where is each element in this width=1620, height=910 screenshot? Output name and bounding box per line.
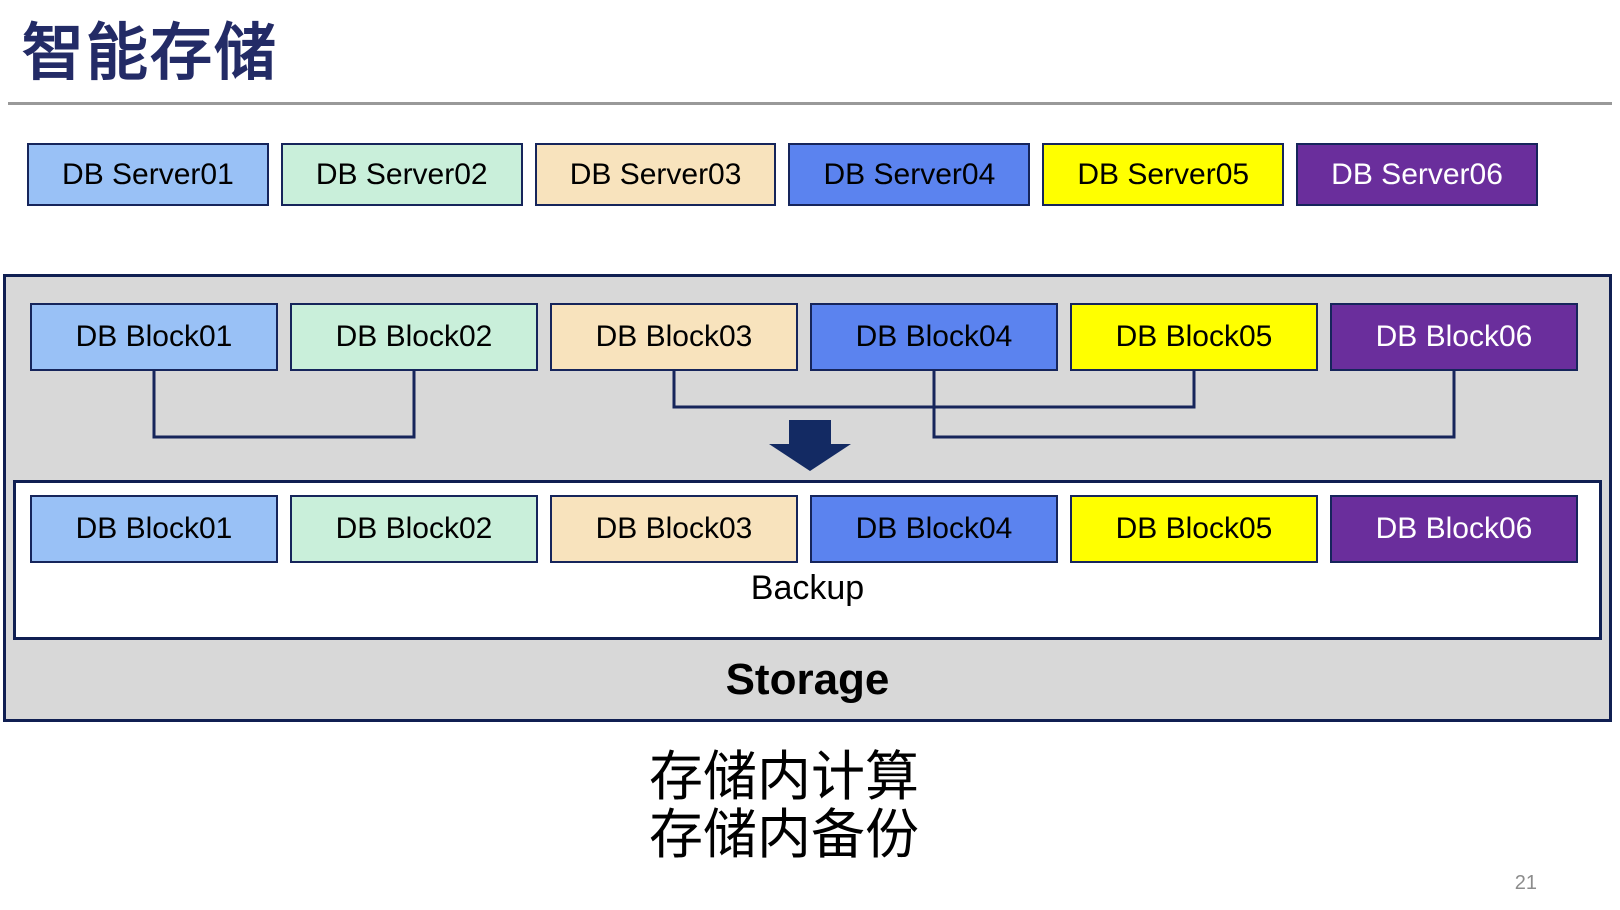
db-block-box: DB Block05 bbox=[1070, 303, 1318, 371]
storage-label: Storage bbox=[725, 655, 890, 704]
title-divider bbox=[8, 102, 1612, 105]
db-server-box: DB Server03 bbox=[534, 143, 777, 206]
caption-line: 存储内备份 bbox=[649, 805, 919, 865]
db-block-box: DB Block06 bbox=[1330, 303, 1578, 371]
storage-container: DB Block01 DB Block02 DB Block03 DB Bloc… bbox=[3, 274, 1612, 722]
db-block-box: DB Block01 bbox=[30, 495, 278, 563]
db-block-box: DB Block03 bbox=[550, 495, 798, 563]
db-server-box: DB Server01 bbox=[27, 143, 269, 206]
db-server-row: DB Server01 DB Server02 DB Server03 DB S… bbox=[27, 143, 1538, 206]
db-server-box: DB Server04 bbox=[788, 143, 1031, 206]
caption: 存储内计算 存储内备份 bbox=[0, 748, 1568, 864]
db-block-box: DB Block02 bbox=[290, 495, 538, 563]
backup-container: DB Block01 DB Block02 DB Block03 DB Bloc… bbox=[13, 480, 1602, 640]
db-block-box: DB Block04 bbox=[810, 303, 1058, 371]
backup-label: Backup bbox=[750, 569, 865, 607]
db-block-row-backup: DB Block01 DB Block02 DB Block03 DB Bloc… bbox=[30, 495, 1578, 563]
db-block-box: DB Block06 bbox=[1330, 495, 1578, 563]
db-server-box: DB Server02 bbox=[280, 143, 523, 206]
page-title: 智能存储 bbox=[22, 19, 279, 88]
db-block-box: DB Block01 bbox=[30, 303, 278, 371]
db-block-box: DB Block03 bbox=[550, 303, 798, 371]
db-server-box: DB Server05 bbox=[1042, 143, 1285, 206]
page-number: 21 bbox=[1514, 872, 1537, 894]
db-block-row-source: DB Block01 DB Block02 DB Block03 DB Bloc… bbox=[30, 303, 1578, 371]
db-block-box: DB Block04 bbox=[810, 495, 1058, 563]
db-server-box: DB Server06 bbox=[1296, 143, 1538, 206]
db-block-box: DB Block02 bbox=[290, 303, 538, 371]
caption-line: 存储内计算 bbox=[649, 747, 919, 807]
db-block-box: DB Block05 bbox=[1070, 495, 1318, 563]
